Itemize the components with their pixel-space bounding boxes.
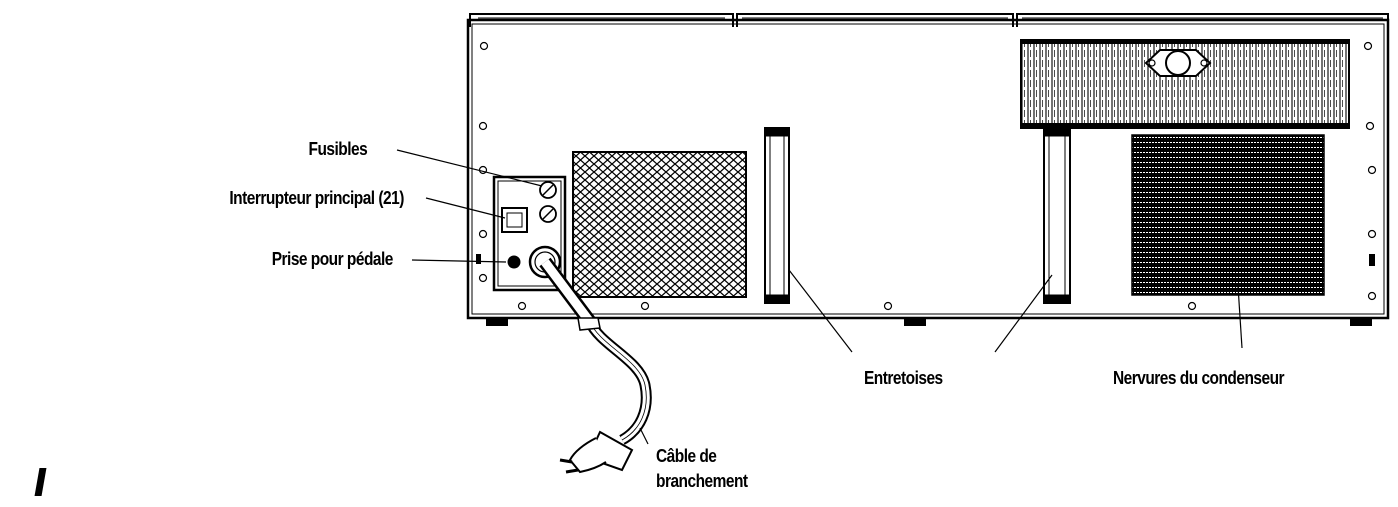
label-spacers: Entretoises <box>864 368 943 388</box>
power-cable <box>539 257 652 474</box>
label-condenser-fins: Nervures du condenseur <box>1113 368 1285 388</box>
leader-lines <box>396 149 1243 445</box>
pedal-socket-icon <box>507 255 521 269</box>
screw-holes <box>478 41 1377 311</box>
condenser-fins <box>1131 134 1325 296</box>
label-cable-line2: branchement <box>656 471 748 491</box>
spacer-left <box>764 127 790 304</box>
label-cable-line1: Câble de <box>656 446 717 466</box>
spacer-right <box>1043 127 1071 304</box>
top-heat-sink <box>1020 39 1350 129</box>
label-main-switch: Interrupteur principal (21) <box>229 188 405 208</box>
ventilation-grille <box>572 151 747 298</box>
label-fuses: Fusibles <box>308 139 367 159</box>
label-pedal-socket: Prise pour pédale <box>271 249 394 269</box>
housing <box>466 13 1390 326</box>
